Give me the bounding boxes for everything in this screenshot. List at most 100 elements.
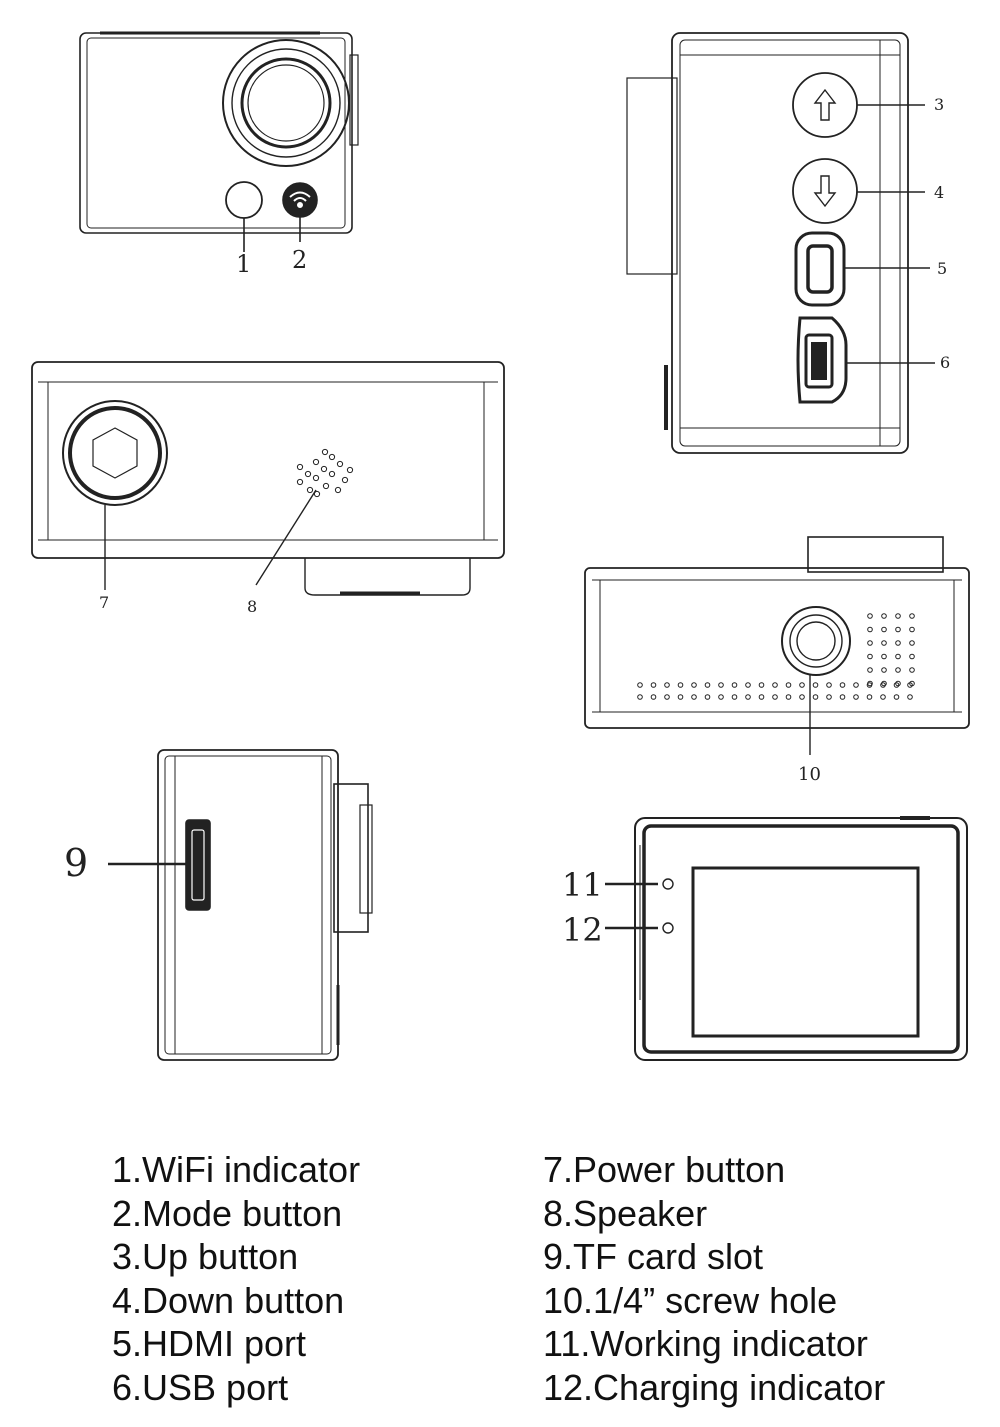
vent-hole (758, 694, 765, 700)
legend-item-mode-button: 2.Mode button (112, 1192, 343, 1234)
vent-hole (881, 626, 887, 633)
legend-item-wifi-indicator: 1.WiFi indicator (112, 1149, 361, 1190)
wifi-indicator (225, 181, 263, 219)
callout-9: 9 (64, 841, 88, 885)
working-indicator (662, 878, 674, 890)
vent-hole (853, 694, 859, 700)
vent-hole (881, 653, 887, 660)
bottom-view: 10 (584, 536, 970, 785)
legend-item-hdmi-port: 5.HDMI port (112, 1323, 307, 1364)
callout-2: 2 (292, 246, 307, 274)
back-view: 11 12 (562, 816, 968, 1061)
callout-4: 4 (934, 183, 944, 202)
vent-hole (881, 640, 887, 646)
screen (691, 866, 920, 1038)
vent-hole (895, 680, 901, 687)
legend-item-usb-port: 6.USB port (112, 1366, 289, 1408)
mode-button (282, 182, 318, 218)
vent-hole (664, 682, 670, 688)
vent-hole (745, 682, 751, 688)
vent-hole (866, 682, 873, 688)
vent-hole (867, 667, 873, 673)
vent-hole (909, 640, 915, 646)
vent-hole (880, 682, 886, 688)
vent-hole (772, 694, 778, 700)
vent-hole (691, 682, 697, 688)
down-button (792, 158, 858, 224)
vent-hole (909, 626, 915, 633)
vent-hole (826, 682, 832, 688)
vent-hole (895, 640, 901, 646)
vent-hole (637, 682, 643, 688)
callout-12: 12 (562, 911, 603, 949)
vent-hole (853, 682, 859, 688)
up-button (792, 72, 858, 138)
vent-hole (650, 694, 657, 700)
legend-item-charging-indicator: 12.Charging indicator (543, 1366, 886, 1408)
vent-hole (867, 626, 873, 633)
vent-hole (895, 626, 901, 633)
vent-hole (867, 613, 873, 619)
vent-hole (866, 694, 873, 700)
vent-hole (731, 694, 738, 700)
vent-hole (881, 667, 887, 673)
vent-holes (637, 613, 915, 700)
screw-hole (781, 606, 851, 676)
vent-hole (895, 613, 901, 619)
vent-hole (691, 694, 697, 700)
vent-hole (893, 682, 900, 688)
vent-hole (799, 682, 805, 688)
vent-hole (650, 682, 657, 688)
tf-card-slot (185, 819, 211, 911)
vent-hole (909, 613, 915, 619)
vent-hole (718, 682, 724, 688)
vent-hole (704, 694, 711, 700)
vent-hole (812, 694, 819, 700)
legend-item-power-button: 7.Power button (543, 1149, 786, 1190)
vent-hole (909, 653, 915, 660)
vent-hole (909, 667, 915, 673)
vent-hole (731, 682, 738, 688)
vent-hole (704, 682, 711, 688)
vent-hole (895, 653, 901, 660)
charging-indicator (662, 922, 674, 934)
vent-hole (907, 682, 913, 688)
speaker (296, 448, 354, 498)
vent-hole (893, 694, 900, 700)
vent-hole (677, 694, 684, 700)
vent-hole (637, 694, 643, 700)
vent-hole (745, 694, 751, 700)
vent-hole (772, 682, 778, 688)
down-arrow-icon (813, 175, 837, 208)
legend-right: 7.Power button 8.Speaker 9.TF card slot … (543, 1148, 885, 1409)
callout-5: 5 (937, 259, 947, 278)
wifi-icon (289, 191, 311, 208)
side-view-card-slot: 9 (64, 749, 373, 1061)
side-view-ports: 3 4 5 6 (626, 32, 950, 454)
vent-hole (881, 613, 887, 619)
hdmi-port (794, 231, 846, 307)
callout-8: 8 (247, 597, 257, 616)
vent-hole (799, 694, 805, 700)
vent-hole (664, 694, 670, 700)
vent-hole (880, 694, 886, 700)
legend-item-screw-hole: 10.1/4” screw hole (543, 1279, 838, 1321)
vent-hole (758, 682, 765, 688)
power-button (62, 400, 168, 506)
vent-hole (907, 694, 913, 700)
legend-left: 1.WiFi indicator 2.Mode button 3.Up butt… (112, 1148, 360, 1409)
vent-hole (839, 682, 846, 688)
camera-diagram: 1 2 3 4 5 (31, 31, 970, 1061)
vent-hole (867, 640, 873, 646)
vent-hole (839, 694, 846, 700)
vent-hole (785, 682, 792, 688)
legend-item-working-indicator: 11.Working indicator (543, 1323, 868, 1364)
top-view: 7 8 (31, 361, 505, 616)
callout-3: 3 (934, 95, 944, 114)
up-arrow-icon (813, 88, 837, 121)
callout-11: 11 (562, 866, 603, 904)
vent-hole (812, 682, 819, 688)
lens (222, 39, 350, 167)
legend-item-up-button: 3.Up button (112, 1236, 299, 1277)
vent-hole (867, 653, 873, 660)
